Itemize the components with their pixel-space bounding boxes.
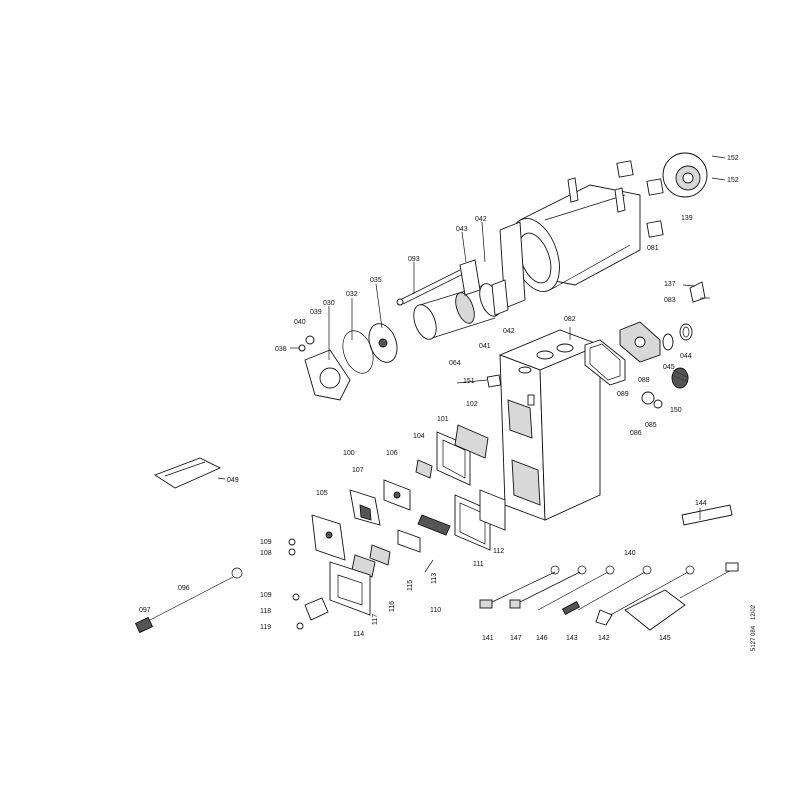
label-100: 100 <box>343 450 355 457</box>
plate-112 <box>479 489 506 531</box>
label-041: 041 <box>479 343 491 350</box>
sensor-well-150 <box>671 367 690 389</box>
latch-118 <box>304 597 329 621</box>
boiler-body <box>498 329 602 521</box>
label-035: 035 <box>370 277 382 284</box>
label-030: 030 <box>323 300 335 307</box>
label-044: 044 <box>680 353 692 360</box>
inspection-cover-088 <box>619 321 661 363</box>
label-142: 142 <box>598 635 610 642</box>
label-152: 152 <box>727 177 739 184</box>
label-104: 104 <box>413 433 425 440</box>
gasket-044 <box>679 323 693 341</box>
label-109: 109 <box>260 539 272 546</box>
label-119: 119 <box>260 624 271 631</box>
label-113: 113 <box>431 573 438 584</box>
label-111: 111 <box>473 561 484 568</box>
gasket-045 <box>662 333 674 351</box>
label-137: 137 <box>664 281 676 288</box>
label-093: 093 <box>408 256 420 263</box>
grill-113 <box>417 514 451 536</box>
label-146: 146 <box>536 635 548 642</box>
label-105: 105 <box>316 490 328 497</box>
label-141: 141 <box>482 635 494 642</box>
label-043: 043 <box>456 226 468 233</box>
washer-086-085 <box>641 391 663 409</box>
label-045: 045 <box>663 364 675 371</box>
shield-107 <box>349 489 381 526</box>
label-085: 085 <box>645 422 657 429</box>
burner-head-rods <box>396 259 509 316</box>
label-038: 038 <box>275 346 287 353</box>
label-110: 110 <box>430 607 441 614</box>
spacer-squares <box>486 160 664 388</box>
label-096: 096 <box>178 585 190 592</box>
pad-104 <box>415 459 433 479</box>
cover-139 <box>662 152 708 198</box>
label-152: 152 <box>727 155 739 162</box>
ash-tray-049 <box>154 457 222 489</box>
cleaning-brush-096 <box>134 567 243 634</box>
label-032: 032 <box>346 291 358 298</box>
label-108: 108 <box>260 550 272 557</box>
inspection-cover-089 <box>584 339 626 386</box>
label-151: 151 <box>463 378 475 385</box>
label-115: 115 <box>407 580 414 591</box>
label-040: 040 <box>294 319 306 326</box>
part-labels: 152 152 139 081 137 083 042 043 093 035 … <box>139 155 739 642</box>
heat-exchanger-cylinder <box>499 177 641 309</box>
document-reference: 5127 084 12/02 <box>751 604 757 651</box>
small-screws <box>288 538 304 630</box>
label-089: 089 <box>617 391 629 398</box>
label-049: 049 <box>227 477 239 484</box>
clip-083 <box>689 281 706 303</box>
document-number: 5127 084 <box>751 625 757 651</box>
tools-group <box>479 562 739 631</box>
label-140: 140 <box>624 550 636 557</box>
label-081: 081 <box>647 245 659 252</box>
label-143: 143 <box>566 635 578 642</box>
label-147: 147 <box>510 635 522 642</box>
label-101: 101 <box>437 416 449 423</box>
label-083: 083 <box>664 297 676 304</box>
label-118: 118 <box>260 608 271 615</box>
label-116: 116 <box>389 601 396 612</box>
label-102: 102 <box>466 401 478 408</box>
strip-144 <box>681 504 733 526</box>
label-109: 109 <box>260 592 272 599</box>
door-114 <box>329 561 371 616</box>
label-064: 064 <box>449 360 461 367</box>
plate-102 <box>454 424 489 459</box>
label-039: 039 <box>310 309 322 316</box>
label-086: 086 <box>630 430 642 437</box>
door-106 <box>383 479 411 511</box>
label-107: 107 <box>352 467 364 474</box>
label-145: 145 <box>659 635 671 642</box>
label-139: 139 <box>681 215 693 222</box>
label-144: 144 <box>695 500 707 507</box>
label-082: 082 <box>564 316 576 323</box>
label-042: 042 <box>503 328 515 335</box>
door-105 <box>311 514 346 561</box>
label-117: 117 <box>372 614 379 625</box>
document-date: 12/02 <box>751 604 757 620</box>
burner-front-plate <box>290 323 398 401</box>
label-042: 042 <box>475 216 487 223</box>
label-088: 088 <box>638 377 650 384</box>
label-114: 114 <box>353 631 364 638</box>
door-115 <box>397 529 421 553</box>
label-150: 150 <box>670 407 682 414</box>
leader-lines <box>217 155 726 573</box>
label-112: 112 <box>493 548 504 555</box>
burner-flame-tube <box>413 283 501 340</box>
label-106: 106 <box>386 450 398 457</box>
label-097: 097 <box>139 607 151 614</box>
